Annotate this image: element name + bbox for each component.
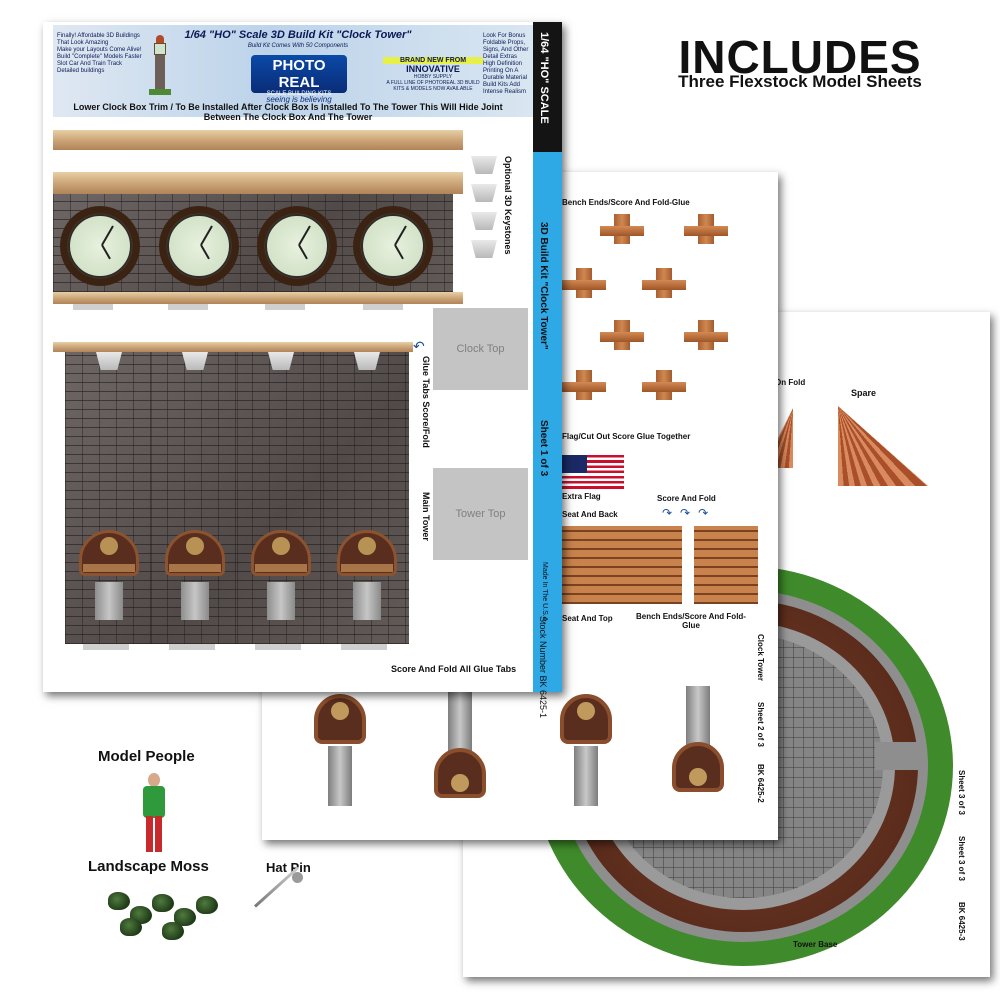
keystone-piece [268, 352, 294, 370]
lower-clock-box-trim [53, 130, 463, 150]
roof-fan-spare [838, 406, 928, 486]
fold-arrows-icon: ↷↷↷ [662, 506, 717, 520]
tower-base-entry-path [875, 742, 923, 770]
main-tower-brick-wall [65, 352, 409, 644]
tower-top-piece: Tower Top [433, 468, 528, 560]
keystone-piece [354, 352, 380, 370]
moss-clump [108, 892, 130, 910]
keystone-piece [471, 156, 497, 174]
fountain-piece [314, 694, 366, 806]
sheet3-side-stock: BK 6425-3 [957, 902, 966, 941]
bench-ends-bottom-label: Bench Ends/Score And Fold-Glue [636, 612, 746, 630]
moss-clump [196, 896, 218, 914]
sheet1-side-strip: 1/64 "HO" SCALE 3D Build Kit "Clock Towe… [533, 22, 562, 718]
bench-ends-top-label: Bench Ends/Score And Fold-Glue [562, 198, 690, 207]
stock-tab: Stock Number BK 6425-1 [538, 616, 548, 719]
sheet2-side-title: Clock Tower [756, 634, 765, 681]
clock-top-piece: Clock Top [433, 308, 528, 390]
wall-fountain [337, 530, 397, 620]
bench-seat-slats [694, 526, 758, 604]
keystone-piece [471, 212, 497, 230]
kit-banner: 1/64 "HO" Scale 3D Build Kit "Clock Towe… [53, 25, 533, 117]
extra-flag-label: Extra Flag [562, 492, 601, 501]
bench-end-piece [562, 370, 606, 400]
sheet2-side-sheet: Sheet 2 of 3 [756, 702, 765, 747]
keystone-piece [471, 184, 497, 202]
flag-label: Flag/Cut Out Score Glue Together [562, 432, 691, 441]
wall-fountain [251, 530, 311, 620]
landscape-moss-label: Landscape Moss [88, 858, 209, 875]
includes-title: INCLUDES [678, 31, 922, 83]
sheet3-side-sheet-b: Sheet 3 of 3 [957, 836, 966, 881]
lower-trim-note: Lower Clock Box Trim / To Be Installed A… [73, 102, 503, 122]
main-tower-label: Main Tower [421, 492, 431, 541]
seat-top-label: Seat And Top [562, 614, 613, 623]
fold-arrow-icon: ↶ [413, 338, 425, 354]
sheet3-side-sheet-a: Sheet 3 of 3 [957, 770, 966, 815]
fold-partial-label: On Fold [775, 378, 806, 387]
spare-label: Spare [851, 388, 877, 398]
bench-end-piece [684, 214, 728, 244]
clock-face [353, 206, 433, 286]
made-tab: Made In The U.S.A. [541, 562, 548, 624]
glue-tabs-label: Glue Tabs Score/Fold [421, 356, 431, 448]
banner-components: Build Kit Comes With 50 Components [247, 43, 349, 49]
clock-face [60, 206, 140, 286]
main-tower-top-trim [53, 342, 413, 352]
score-and-fold-label: Score And Fold [657, 494, 716, 503]
banner-title: 1/64 "HO" Scale 3D Build Kit "Clock Towe… [184, 29, 412, 41]
keystone-piece [182, 352, 208, 370]
clock-face [159, 206, 239, 286]
sheet-tab: Sheet 1 of 3 [538, 420, 549, 477]
bench-end-piece [642, 370, 686, 400]
model-people-label: Model People [98, 748, 195, 765]
score-fold-label: Score And Fold All Glue Tabs [391, 664, 517, 674]
keystone-piece [471, 240, 497, 258]
moss-clump [120, 918, 142, 936]
tower-base-label: Tower Base [793, 940, 838, 949]
wall-fountain [165, 530, 225, 620]
hat-pin-head [292, 872, 303, 883]
moss-clump [174, 908, 196, 926]
bench-end-piece [562, 268, 606, 298]
bench-end-piece [642, 268, 686, 298]
innovative-badge: BRAND NEW FROM INNOVATIVE HOBBY SUPPLY A… [383, 57, 483, 92]
fountain-piece [434, 692, 486, 812]
fountain-piece [672, 686, 724, 806]
scale-tab: 1/64 "HO" SCALE [538, 32, 550, 124]
bench-end-piece [684, 320, 728, 350]
photo-real-logo: PHOTO REAL SCALE BUILDING KITS [251, 55, 347, 97]
sheet2-side-stock: BK 6425-2 [756, 764, 765, 803]
clock-box-top-trim [53, 172, 463, 194]
features-left: Finally! Affordable 3D Buildings That Lo… [57, 33, 142, 74]
bench-end-piece [600, 214, 644, 244]
clock-face [257, 206, 337, 286]
model-sheet-1: 1/64 "HO" Scale 3D Build Kit "Clock Towe… [43, 22, 562, 718]
fountain-piece [560, 694, 612, 806]
kit-tab: 3D Build Kit "Clock Tower" [538, 222, 549, 350]
includes-subtitle: Three Flexstock Model Sheets [678, 72, 922, 91]
moss-clump [152, 894, 174, 912]
bench-seat-slats [618, 526, 682, 604]
bench-end-piece [600, 320, 644, 350]
wall-fountain [79, 530, 139, 620]
keystones-label: Optional 3D Keystones [503, 156, 513, 255]
seat-back-label: Seat And Back [562, 510, 618, 519]
features-right: Look For Bonus Foldable Props, Signs, An… [483, 33, 529, 95]
bench-seat-slats [562, 526, 626, 604]
hat-pin-label: Hat Pin [266, 860, 311, 875]
brand-tagline: seeing is believing [266, 95, 332, 104]
moss-clump [162, 922, 184, 940]
clock-tower-thumbnail [149, 35, 171, 97]
clock-box-bottom-trim [53, 292, 463, 304]
keystone-piece [96, 352, 122, 370]
american-flag [560, 455, 624, 489]
model-person-figure [148, 773, 160, 787]
